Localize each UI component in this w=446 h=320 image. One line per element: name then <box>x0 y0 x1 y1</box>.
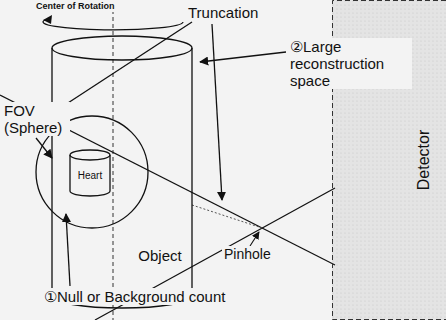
callout-label: ②Large reconstruction space <box>288 38 412 89</box>
cylinder-top <box>52 36 192 60</box>
ray-line <box>0 95 335 265</box>
text-label: Center of Rotation <box>34 1 117 12</box>
rotation-axis <box>113 10 114 320</box>
outline <box>52 36 192 308</box>
leader-arrow <box>66 214 70 286</box>
leader-arrow <box>250 232 259 246</box>
text-label: Pinhole <box>222 246 273 262</box>
node-label: Heart <box>78 170 102 181</box>
text-label: FOV (Sphere) <box>2 102 70 136</box>
cylinder-side <box>70 155 110 196</box>
leader-arrow <box>212 24 222 200</box>
node-label: Object <box>138 248 181 264</box>
object-cylinder: Object Heart <box>52 36 192 308</box>
heart-cylinder: Heart <box>70 150 110 196</box>
rotation-arrow <box>43 20 183 30</box>
node-label: Detector <box>416 130 432 190</box>
cylinder-top <box>70 150 110 160</box>
cylinder-side <box>52 48 192 308</box>
rotation-arrowhead <box>43 15 52 24</box>
text-label: Truncation <box>186 4 260 21</box>
leader-arrow <box>200 52 286 62</box>
callout-label: ①Null or Background count <box>42 288 227 305</box>
reconstruction-edge <box>192 205 262 228</box>
leader-arrow <box>36 138 52 158</box>
